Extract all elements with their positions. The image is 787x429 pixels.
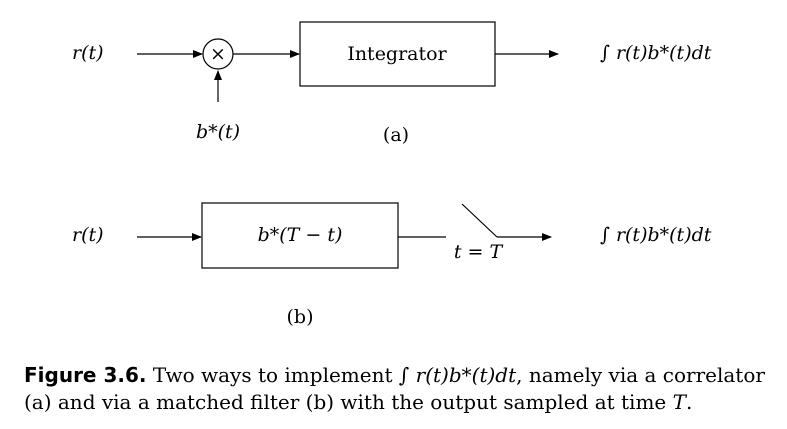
diagram-b: r(t) b*(T − t) t = T ∫ r(t)b*(t)dt (b) xyxy=(72,202,712,328)
b-output-label: ∫ r(t)b*(t)dt xyxy=(600,224,712,246)
matched-filter-label: b*(T − t) xyxy=(258,224,343,246)
a-input-label: r(t) xyxy=(72,42,104,64)
b-panel-label: (b) xyxy=(287,306,314,328)
integrator-label: Integrator xyxy=(347,43,447,65)
diagram-a: r(t) × b*(t) Integrator ∫ r(t)b*(t)dt (a… xyxy=(72,21,712,146)
caption-figure-label: Figure 3.6. xyxy=(24,363,147,387)
caption-time-symbol: T xyxy=(672,390,686,414)
caption-end: . xyxy=(685,390,693,414)
caption-expression: ∫ r(t)b*(t)dt xyxy=(398,363,517,387)
a-panel-label: (a) xyxy=(383,124,409,146)
b-input-label: r(t) xyxy=(72,224,104,246)
figure-caption: Figure 3.6. Two ways to implement ∫ r(t)… xyxy=(24,362,774,416)
caption-text-2: , namely via a correlator (a) and via a … xyxy=(24,363,765,414)
integrator-block xyxy=(299,21,496,87)
a-multiplier-input-label: b*(t) xyxy=(196,121,240,143)
matched-filter-block xyxy=(201,202,399,269)
multiplier-icon: × xyxy=(210,43,226,65)
caption-text-1: Two ways to implement xyxy=(146,363,399,387)
switch-label: t = T xyxy=(454,241,504,263)
a-output-label: ∫ r(t)b*(t)dt xyxy=(600,42,712,64)
sampling-switch-arm xyxy=(461,203,498,238)
